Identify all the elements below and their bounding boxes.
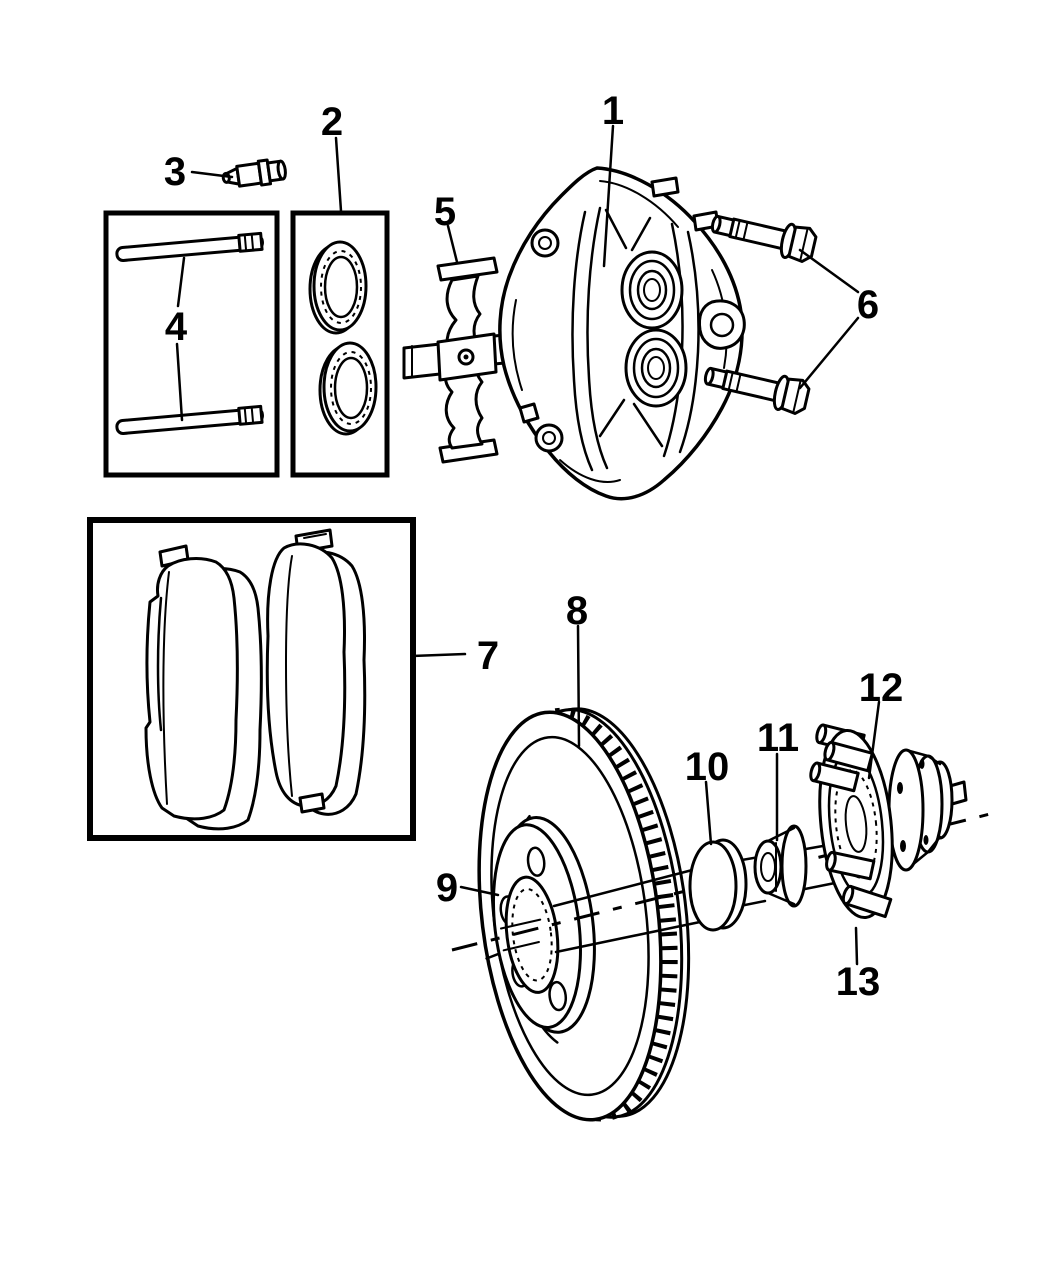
- callout-3-label: 3: [164, 150, 186, 194]
- callout-6-label: 6: [857, 283, 879, 327]
- callout-5-leader: [446, 224, 459, 264]
- caliper-lower-fitting: [518, 402, 540, 424]
- callout-9: 9: [436, 866, 500, 910]
- grease-cap: [688, 838, 748, 932]
- hub-bearing-assembly: [807, 722, 968, 920]
- callout-13: 13: [836, 926, 881, 1004]
- callout-1: 1: [602, 89, 624, 268]
- callouts: 1 2 3 4 5 6 7 8: [164, 89, 903, 1004]
- callout-8-leader: [576, 624, 581, 748]
- rotor-lug-hole: [526, 846, 546, 877]
- seal-ring-lower: [318, 341, 378, 436]
- rotor-lug-hole: [548, 980, 568, 1012]
- callout-5: 5: [434, 190, 459, 264]
- callout-13-label: 13: [836, 960, 881, 1004]
- callout-2: 2: [321, 100, 343, 213]
- guide-pin-upper: [115, 231, 264, 262]
- caliper-bolt-boss-upper: [530, 228, 560, 258]
- caliper-piston-lower: [624, 328, 688, 408]
- brake-pad-kit-box: [87, 517, 416, 841]
- callout-13-leader: [854, 926, 859, 966]
- seal-kit-box: [290, 210, 390, 478]
- callout-4: 4: [165, 256, 188, 422]
- callout-1-leader: [602, 124, 615, 268]
- callout-2-label: 2: [321, 100, 343, 144]
- callout-7: 7: [410, 634, 499, 678]
- callout-9-label: 9: [436, 866, 458, 910]
- callout-4-leader-upper: [176, 256, 186, 308]
- callout-10: 10: [685, 745, 730, 846]
- callout-3-leader: [190, 170, 234, 179]
- caliper-bolt-boss-lower: [534, 423, 564, 453]
- callout-12-label: 12: [859, 666, 904, 710]
- callout-8-label: 8: [566, 589, 588, 633]
- callout-12: 12: [859, 666, 904, 780]
- callout-4-leader-lower: [175, 342, 184, 422]
- callout-7-leader: [410, 652, 467, 658]
- bleeder-screw: [221, 158, 287, 188]
- callout-3: 3: [164, 150, 234, 194]
- caliper-piston-upper: [620, 250, 684, 330]
- callout-6-leader-lower: [798, 316, 860, 390]
- callout-10-label: 10: [685, 745, 730, 789]
- brake-rotor: [477, 707, 691, 1122]
- caliper-ear: [698, 299, 746, 350]
- guide-pin-kit-box: [103, 210, 280, 478]
- seal-ring-upper: [308, 240, 368, 335]
- callout-6: 6: [798, 248, 879, 390]
- brake-pad-right: [265, 528, 367, 816]
- callout-4-label: 4: [165, 305, 188, 349]
- callout-6-leader-upper: [798, 248, 860, 294]
- brake-caliper: [498, 166, 746, 501]
- callout-7-label: 7: [477, 634, 499, 678]
- callout-11: 11: [757, 716, 799, 842]
- caliper-top-fitting: [650, 176, 680, 198]
- callout-12-leader: [867, 700, 881, 780]
- callout-5-label: 5: [434, 190, 456, 234]
- callout-8: 8: [566, 589, 588, 748]
- retainer-nut: [753, 824, 808, 908]
- callout-10-leader: [704, 780, 713, 846]
- callout-1-label: 1: [602, 89, 624, 133]
- guide-pin-lower: [115, 404, 264, 435]
- callout-11-label: 11: [757, 716, 799, 760]
- callout-9-leader: [459, 885, 500, 897]
- rotor-center-bore: [504, 875, 560, 994]
- callout-2-leader: [334, 136, 343, 213]
- brake-pad-left: [144, 544, 263, 831]
- anti-rattle-spring: [402, 256, 518, 464]
- caliper-bolt-upper: [707, 205, 820, 265]
